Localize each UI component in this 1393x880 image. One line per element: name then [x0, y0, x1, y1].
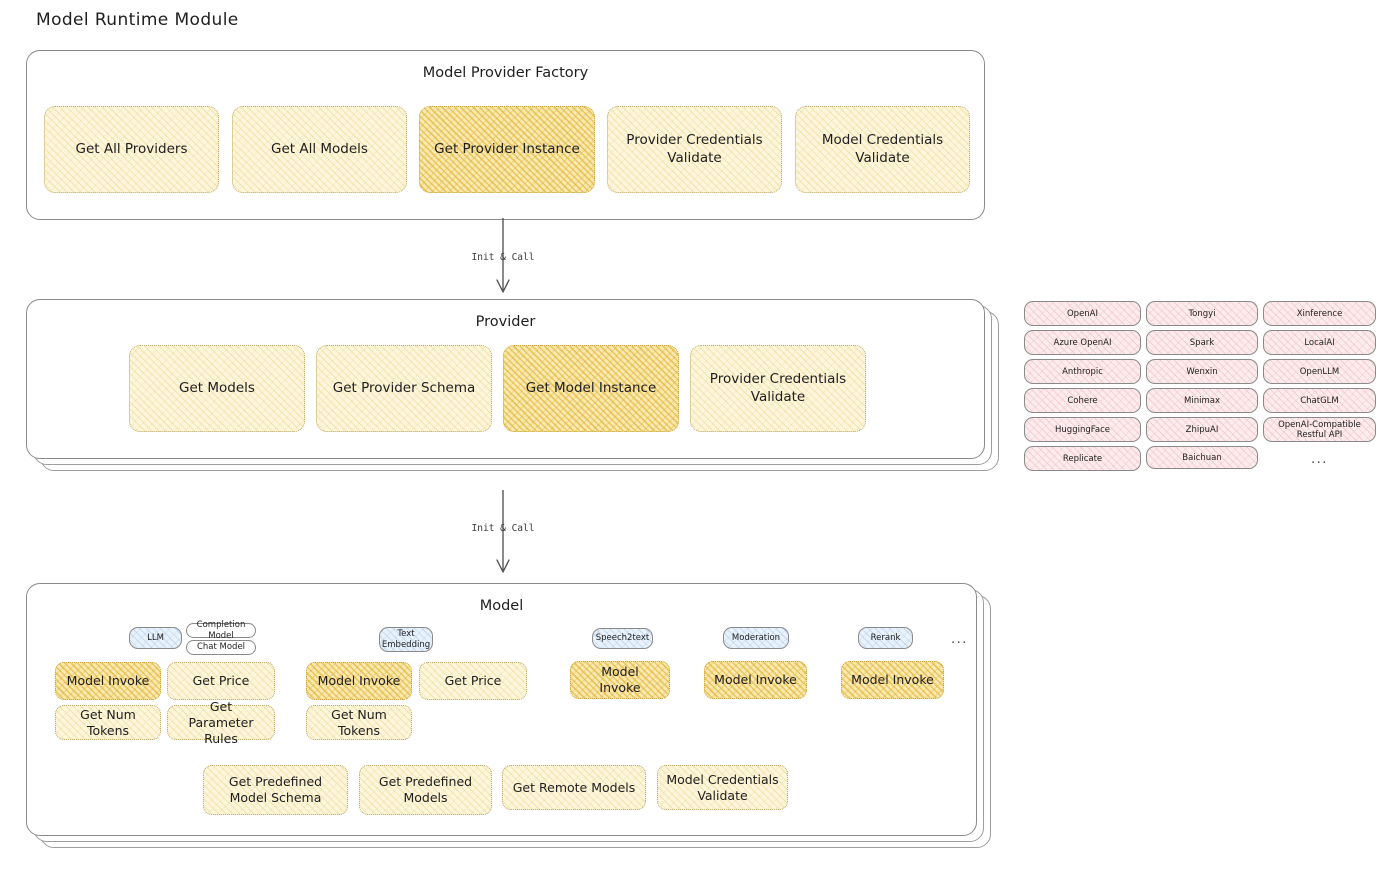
provider-chip-minimax[interactable]: Minimax: [1146, 388, 1258, 413]
provider-chip-wenxin[interactable]: Wenxin: [1146, 359, 1258, 384]
arrow-provider-to-model: [496, 490, 510, 573]
model-types-more: ...: [951, 632, 968, 647]
model-type-sub-chat-model[interactable]: Chat Model: [186, 640, 256, 655]
provider-chip-azure-openai[interactable]: Azure OpenAI: [1024, 330, 1141, 355]
factory-box-provider-credentials-validate[interactable]: Provider Credentials Validate: [607, 106, 782, 193]
factory-box-model-credentials-validate[interactable]: Model Credentials Validate: [795, 106, 970, 193]
provider-chip-replicate[interactable]: Replicate: [1024, 446, 1141, 471]
model-type-sub-completion-model[interactable]: Completion Model: [186, 620, 256, 641]
model-op-get-remote-models[interactable]: Get Remote Models: [502, 765, 646, 810]
provider-chip-openai[interactable]: OpenAI: [1024, 301, 1141, 326]
provider-box-get-provider-schema[interactable]: Get Provider Schema: [316, 345, 492, 432]
page-title: Model Runtime Module: [36, 10, 239, 30]
provider-box-provider-credentials-validate[interactable]: Provider Credentials Validate: [690, 345, 866, 432]
model-op-speech2text-model-invoke[interactable]: Model Invoke: [570, 661, 670, 699]
provider-chip-anthropic[interactable]: Anthropic: [1024, 359, 1141, 384]
provider-box-get-models[interactable]: Get Models: [129, 345, 305, 432]
model-type-badge-moderation[interactable]: Moderation: [723, 627, 789, 649]
provider-chip-xinference[interactable]: Xinference: [1263, 301, 1376, 326]
provider-chip-openllm[interactable]: OpenLLM: [1263, 359, 1376, 384]
model-provider-factory-title: Model Provider Factory: [422, 65, 589, 81]
factory-box-get-all-models[interactable]: Get All Models: [232, 106, 407, 193]
model-op-embedding-model-invoke[interactable]: Model Invoke: [306, 662, 412, 700]
provider-chip-zhipuai[interactable]: ZhipuAI: [1146, 417, 1258, 442]
model-op-get-predefined-model-schema[interactable]: Get Predefined Model Schema: [203, 765, 348, 815]
factory-box-get-provider-instance[interactable]: Get Provider Instance: [419, 106, 595, 193]
model-type-badge-text-embedding[interactable]: Text Embedding: [379, 627, 433, 652]
arrow-factory-to-provider: [496, 218, 510, 293]
factory-box-get-all-providers[interactable]: Get All Providers: [44, 106, 219, 193]
model-op-embedding-get-price[interactable]: Get Price: [419, 662, 527, 700]
provider-chip-cohere[interactable]: Cohere: [1024, 388, 1141, 413]
arrow-label-init-and-call-2: Init & Call: [471, 523, 535, 534]
model-type-badge-rerank[interactable]: Rerank: [858, 627, 913, 649]
model-op-moderation-model-invoke[interactable]: Model Invoke: [704, 661, 807, 699]
provider-chip-chatglm[interactable]: ChatGLM: [1263, 388, 1376, 413]
model-op-get-predefined-models[interactable]: Get Predefined Models: [359, 765, 492, 815]
provider-chip-tongyi[interactable]: Tongyi: [1146, 301, 1258, 326]
provider-chip-localai[interactable]: LocalAI: [1263, 330, 1376, 355]
model-op-model-credentials-validate[interactable]: Model Credentials Validate: [657, 765, 788, 810]
model-type-badge-llm[interactable]: LLM: [129, 627, 182, 649]
model-op-llm-get-num-tokens[interactable]: Get Num Tokens: [55, 705, 161, 740]
model-title: Model: [479, 598, 524, 614]
model-op-llm-model-invoke[interactable]: Model Invoke: [55, 662, 161, 700]
model-op-llm-get-price[interactable]: Get Price: [167, 662, 275, 700]
model-type-badge-speech2text[interactable]: Speech2text: [592, 628, 653, 649]
provider-chip-huggingface[interactable]: HuggingFace: [1024, 417, 1141, 442]
model-op-embedding-get-num-tokens[interactable]: Get Num Tokens: [306, 705, 412, 740]
arrow-label-init-and-call-1: Init & Call: [471, 252, 535, 263]
provider-list-more: ...: [1311, 452, 1328, 467]
provider-title: Provider: [475, 314, 536, 330]
provider-box-get-model-instance[interactable]: Get Model Instance: [503, 345, 679, 432]
model-op-rerank-model-invoke[interactable]: Model Invoke: [841, 661, 944, 699]
provider-chip-openai-compatible-restful-api[interactable]: OpenAI-Compatible Restful API: [1263, 417, 1376, 442]
provider-chip-spark[interactable]: Spark: [1146, 330, 1258, 355]
provider-chip-baichuan[interactable]: Baichuan: [1146, 446, 1258, 469]
model-op-llm-get-parameter-rules[interactable]: Get Parameter Rules: [167, 699, 275, 746]
